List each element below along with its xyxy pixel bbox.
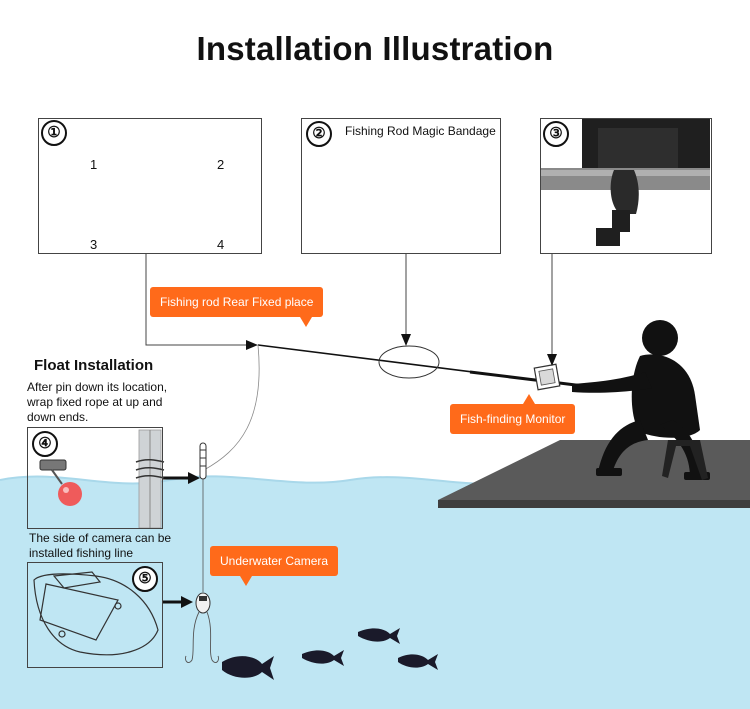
underwater-camera — [185, 592, 219, 663]
bandage-highlight-ellipse — [378, 345, 440, 379]
water-area — [0, 476, 750, 709]
fishing-line — [203, 344, 260, 471]
float — [199, 442, 207, 592]
dock-edge — [438, 500, 750, 508]
page-title: Installation Illustration — [196, 30, 554, 67]
camera-side-desc: The side of camera can be installed fish… — [29, 531, 172, 560]
panel-camera-side — [27, 562, 163, 668]
rear-fixed-connector — [145, 253, 250, 346]
float-installation-desc: After pin down its location, wrap fixed … — [27, 380, 168, 424]
callout-underwater-camera: Underwater Camera — [210, 546, 339, 586]
rod-clamp-drawing — [541, 119, 710, 246]
float-arrow — [188, 472, 200, 484]
panel-knots — [38, 118, 262, 254]
knot-step-4-label: 4 — [217, 237, 225, 252]
bandage-label: Fishing Rod Magic Bandage — [345, 124, 496, 138]
knot-step-1-label: 1 — [90, 157, 98, 172]
panel-5-number: ⑤ — [132, 566, 158, 592]
panel-3-number: ③ — [543, 121, 569, 147]
panel-clamp — [540, 118, 712, 254]
panel-float-detail — [27, 427, 163, 529]
float-installation-title: Float Installation — [34, 357, 154, 374]
panel-1-number: ① — [41, 120, 67, 146]
knot-step-2-label: 2 — [217, 157, 225, 172]
monitor-on-rod — [533, 363, 561, 391]
panel-2-number: ② — [306, 121, 332, 147]
camera-side-drawing — [33, 571, 159, 656]
callout-fish-finding-monitor: Fish-finding Monitor — [450, 394, 576, 434]
float-detail-drawing — [39, 429, 165, 529]
panel-bandage — [301, 118, 501, 254]
callout-rear-fixed: Fishing rod Rear Fixed place — [150, 287, 324, 327]
camera-arrow — [181, 596, 193, 608]
panel-4-number: ④ — [32, 431, 58, 457]
fish-group — [222, 628, 438, 680]
knot-step-3-label: 3 — [90, 237, 98, 252]
